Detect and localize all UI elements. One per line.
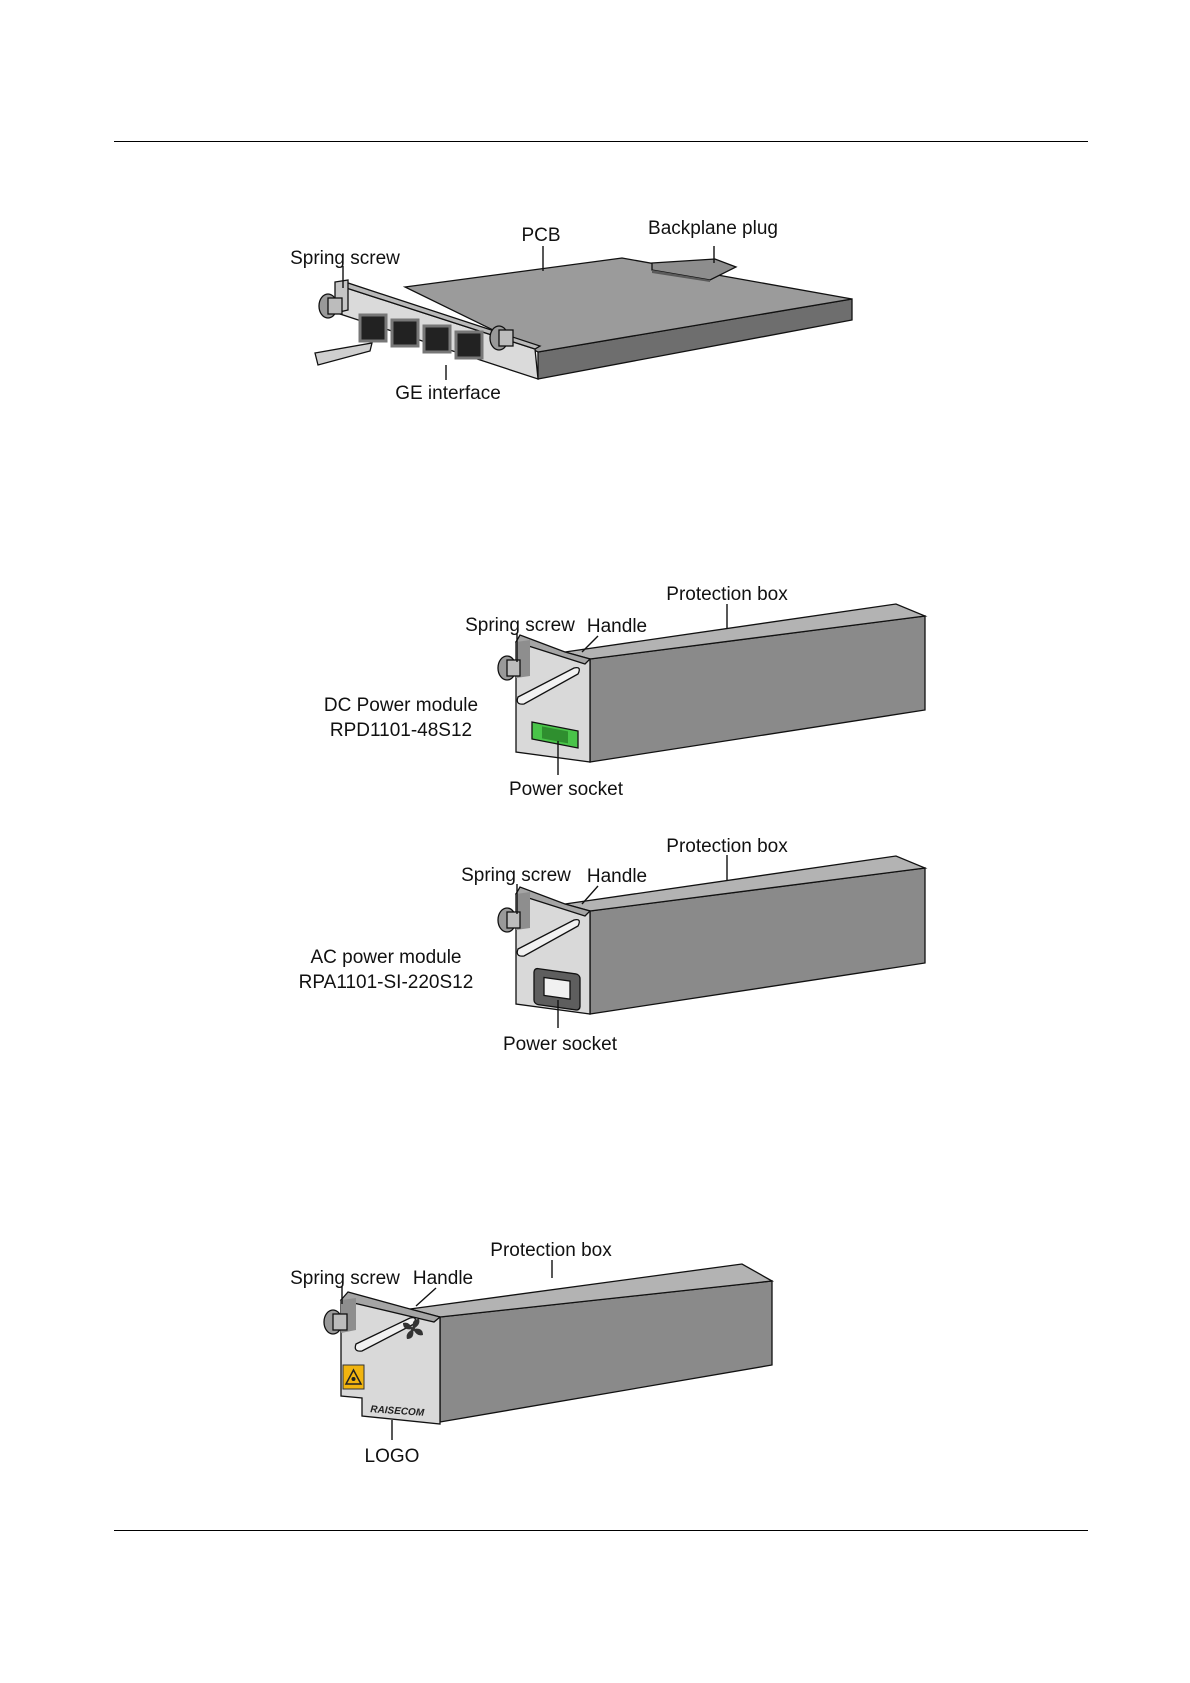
pcb-board bbox=[405, 258, 852, 379]
label-pcb: PCB bbox=[521, 225, 560, 246]
spring-screw-icon bbox=[319, 294, 342, 318]
esd-warning-icon bbox=[343, 1365, 364, 1389]
ge-port bbox=[456, 332, 482, 358]
label-spring-screw: Spring screw bbox=[290, 1268, 400, 1289]
label-module-name: AC power module bbox=[310, 947, 461, 968]
label-spring-screw: Spring screw bbox=[465, 615, 575, 636]
power-socket-icon bbox=[534, 968, 580, 1010]
label-power-socket: Power socket bbox=[503, 1034, 618, 1055]
label-protection-box: Protection box bbox=[666, 584, 788, 605]
spring-screw-icon bbox=[490, 326, 513, 350]
ge-port bbox=[360, 315, 386, 341]
label-module-model: RPA1101-SI-220S12 bbox=[299, 972, 474, 993]
lever-handle bbox=[315, 343, 372, 365]
label-module-model: RPD1101-48S12 bbox=[330, 720, 472, 741]
label-ge-interface: GE interface bbox=[395, 383, 501, 404]
figure-power-modules: Protection box Spring screw Handle DC Po… bbox=[0, 580, 1190, 1070]
label-protection-box: Protection box bbox=[490, 1240, 612, 1261]
ge-port bbox=[392, 320, 418, 346]
label-power-socket: Power socket bbox=[509, 779, 624, 800]
label-logo: LOGO bbox=[365, 1446, 420, 1467]
label-protection-box: Protection box bbox=[666, 836, 788, 857]
ge-port bbox=[424, 326, 450, 352]
label-module-name: DC Power module bbox=[324, 695, 478, 716]
label-backplane-plug: Backplane plug bbox=[648, 218, 778, 239]
label-handle: Handle bbox=[587, 866, 647, 887]
label-spring-screw: Spring screw bbox=[290, 248, 400, 269]
label-spring-screw: Spring screw bbox=[461, 865, 571, 886]
label-handle: Handle bbox=[587, 616, 647, 637]
header-rule bbox=[114, 141, 1088, 142]
spring-screw-icon bbox=[324, 1310, 347, 1334]
figure-fan-module: RAISECOM Protection box Spring screw Han… bbox=[0, 1230, 1190, 1480]
label-handle: Handle bbox=[413, 1268, 473, 1289]
figure-interface-card: PCB Backplane plug Spring screw GE inter… bbox=[0, 200, 1190, 420]
footer-rule bbox=[114, 1530, 1088, 1531]
